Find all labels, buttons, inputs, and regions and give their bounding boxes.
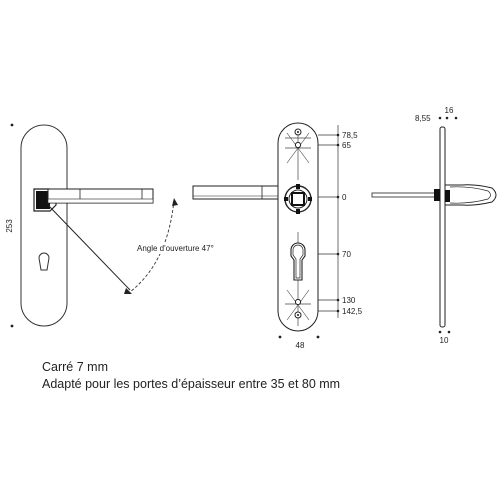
side-dim-8-55: 8,55 [415, 114, 431, 123]
back-view: 78,5 65 0 70 130 142,5 48 [192, 122, 363, 350]
dim-0: 0 [342, 193, 347, 202]
keyhole [38, 252, 50, 271]
dim-130: 130 [342, 296, 356, 305]
dim-dot [316, 335, 320, 339]
front-view: 253 Angle d'ouverture 47° [5, 123, 218, 328]
backplate [20, 124, 68, 327]
height-dim-label: 253 [5, 219, 14, 233]
spec-spindle-size: Carré 7 mm [42, 360, 108, 374]
side-view: 16 8,55 10 [371, 106, 497, 345]
dim-65: 65 [342, 141, 351, 150]
screw-hole [294, 298, 302, 306]
side-spindle [371, 192, 441, 198]
side-dim-10: 10 [440, 336, 449, 345]
back-plate [277, 122, 319, 332]
angle-line [47, 204, 131, 291]
screw-hole [294, 141, 302, 149]
spec-door-thickness: Adapté pour les portes d’épaisseur entre… [42, 377, 341, 391]
dim-78-5: 78,5 [342, 131, 358, 140]
side-plate-profile [439, 126, 446, 328]
angle-label: Angle d'ouverture 47° [137, 244, 214, 253]
back-lever [192, 185, 284, 200]
dim-dot [10, 123, 14, 127]
dim-dot [278, 335, 282, 339]
side-dim-16: 16 [445, 106, 454, 115]
width-dim-label: 48 [296, 341, 305, 350]
rose-dark-part [36, 191, 50, 209]
dim-dot [10, 324, 14, 328]
square-spindle-hole [291, 192, 305, 206]
cylinder-hole [290, 242, 306, 281]
dim-70: 70 [342, 250, 351, 259]
dim-142-5: 142,5 [342, 307, 363, 316]
